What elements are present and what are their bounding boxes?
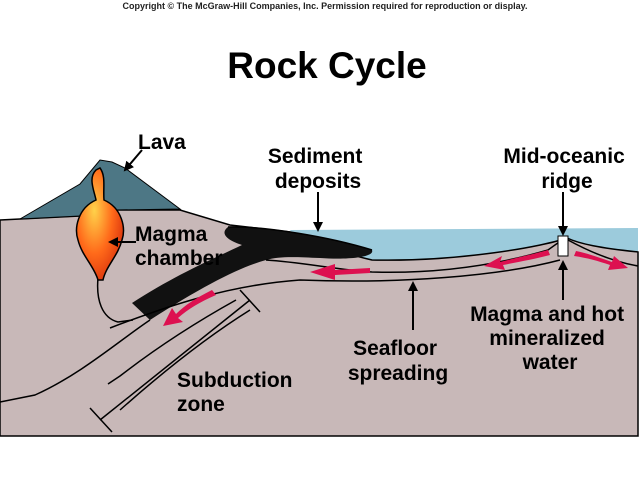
- sediment-slab: [132, 226, 373, 320]
- label-magma-chamber: Magma chamber: [135, 223, 223, 270]
- flow-arrow-ridge-right: [574, 251, 628, 270]
- slab-lower-line-2: [107, 299, 237, 385]
- sediment-deposit-edge: [227, 226, 373, 251]
- slab-lower-line-3: [119, 309, 251, 411]
- seafloor-line-right: [567, 239, 639, 267]
- flow-arrow-subduction: [163, 290, 216, 326]
- label-magma-hot-water: Magma and hot mineralized water: [470, 303, 630, 374]
- label-mid-oceanic-ridge: Mid-oceanic ridge: [503, 145, 630, 193]
- ridge-vent: [557, 235, 569, 257]
- magma-conduit: [96, 277, 134, 323]
- subduction-tick-top: [239, 289, 261, 313]
- pointer-lava: [123, 149, 143, 172]
- subduction-scale-bar: [99, 299, 251, 421]
- subduction-tick-bottom: [89, 407, 113, 433]
- label-seafloor-spreading: Seafloor spreading: [348, 337, 448, 385]
- plate-base-line: [109, 259, 561, 329]
- slab-lower-line-1: [0, 319, 151, 403]
- copyright-notice: Copyright © The McGraw-Hill Companies, I…: [122, 1, 527, 11]
- label-lava: Lava: [138, 131, 186, 154]
- label-subduction-zone: Subduction zone: [177, 369, 298, 416]
- label-sediment-deposits: Sediment deposits: [268, 145, 368, 193]
- flow-arrow-seafloor: [310, 264, 370, 280]
- ocean: [290, 228, 638, 261]
- magma-chamber: [75, 167, 125, 281]
- diagram-title: Rock Cycle: [227, 45, 427, 86]
- flow-arrow-ridge-left: [484, 250, 550, 270]
